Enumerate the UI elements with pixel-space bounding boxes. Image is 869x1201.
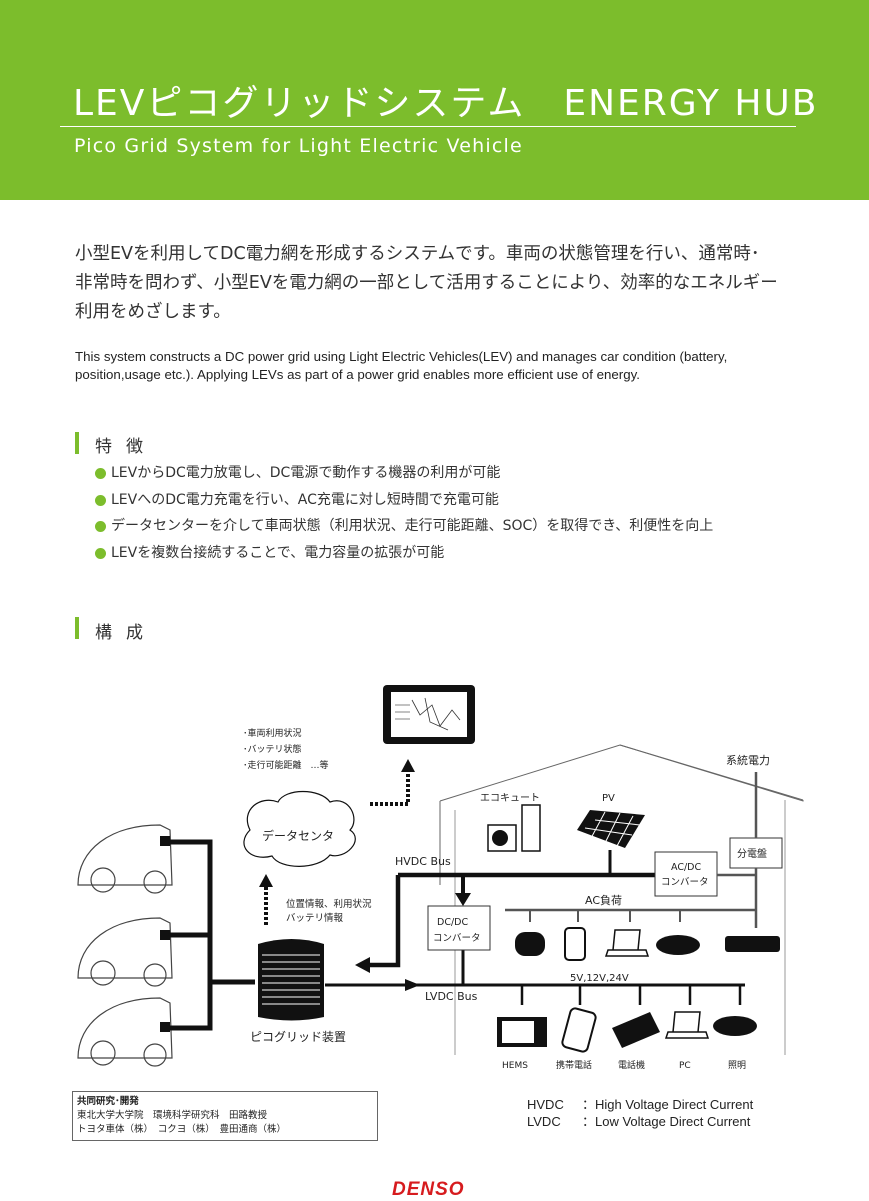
tablet-map-icon bbox=[383, 685, 475, 744]
status-line: ･バッテリ状態 bbox=[243, 743, 302, 755]
grid-power-label: 系統電力 bbox=[726, 753, 770, 767]
voltage-label: 5V,12V,24V bbox=[570, 973, 629, 984]
features-heading: 特徴 bbox=[95, 437, 157, 457]
ac-load-label: AC負荷 bbox=[585, 894, 622, 907]
header-banner: LEVピコグリッドシステム ENERGY HUB Pico Grid Syste… bbox=[0, 0, 869, 200]
mobile-phone-icon bbox=[561, 1007, 597, 1053]
abbreviation-desc: ：Low Voltage Direct Current bbox=[582, 1114, 751, 1129]
acdc-label: コンバータ bbox=[661, 877, 709, 888]
pv-label: PV bbox=[602, 793, 615, 804]
feature-text: LEVからDC電力放電し、DC電源で動作する機器の利用が可能 bbox=[111, 465, 501, 481]
status-line: ･車両利用状況 bbox=[243, 727, 302, 739]
bullet-dot-icon bbox=[95, 521, 106, 532]
feature-text: LEVへのDC電力充電を行い、AC充電に対し短時間で充電可能 bbox=[111, 491, 499, 508]
credits-line: 東北大学大学院 環境科学研究科 田路教授 bbox=[77, 1110, 268, 1121]
intro-ja-line: 非常時を問わず、小型EVを電力網の一部として活用することにより、効率的なエネルギ… bbox=[75, 273, 778, 293]
intro-japanese: 小型EVを利用してDC電力網を形成するシステムです。車両の状態管理を行い、通常時… bbox=[75, 240, 805, 327]
device-label: ピコグリッド装置 bbox=[250, 1030, 346, 1044]
credits-heading: 共同研究･開発 bbox=[77, 1096, 139, 1107]
acdc-converter-box bbox=[654, 851, 718, 897]
credits-box: 共同研究･開発 東北大学大学院 環境科学研究科 田路教授 トヨタ車体（株） コク… bbox=[72, 1091, 378, 1141]
feature-item: データセンターを介して車両状態（利用状況、走行可能距離、SOC）を取得でき、利便… bbox=[95, 513, 713, 540]
air-conditioner-icon bbox=[725, 936, 780, 952]
abbreviation-row: HVDC ：High Voltage Direct Current bbox=[527, 1096, 753, 1113]
composition-accent-bar bbox=[75, 617, 79, 639]
credits-line: トヨタ車体（株） コクヨ（株） 豊田通商（株） bbox=[77, 1124, 287, 1135]
solar-panel-icon bbox=[577, 810, 645, 848]
feature-item: LEVへのDC電力充電を行い、AC充電に対し短時間で充電可能 bbox=[95, 487, 713, 514]
abbreviation-row: LVDC ：Low Voltage Direct Current bbox=[527, 1113, 753, 1130]
dcdc-converter-box bbox=[427, 905, 491, 951]
bullet-dot-icon bbox=[95, 547, 106, 559]
pico-grid-device-icon bbox=[258, 939, 324, 1021]
upload-info-line: 位置情報、利用状況 bbox=[286, 898, 372, 910]
dcdc-label: コンバータ bbox=[433, 933, 481, 944]
features-accent-bar bbox=[75, 432, 79, 454]
lv-device-label: HEMS bbox=[502, 1061, 528, 1071]
bullet-dot-icon bbox=[95, 494, 106, 506]
distribution-board-box bbox=[729, 837, 783, 869]
lv-device-label: PC bbox=[679, 1061, 691, 1071]
data-center-cloud-icon bbox=[243, 791, 356, 867]
pc-icon bbox=[664, 1011, 710, 1039]
lighting-icon bbox=[713, 1016, 757, 1036]
page-title: LEVピコグリッドシステム ENERGY HUB bbox=[73, 83, 819, 124]
abbreviation-desc: ：High Voltage Direct Current bbox=[582, 1097, 754, 1112]
feature-text: LEVを複数台接続することで、電力容量の拡張が可能 bbox=[111, 544, 445, 561]
feature-item: LEVを複数台接続することで、電力容量の拡張が可能 bbox=[95, 540, 713, 567]
system-diagram: ピコグリッド装置 データセンタ 位置情報、利用状況 バッテリ情報 ･車両利用状況… bbox=[77, 685, 804, 1071]
lv-device-label: 携帯電話 bbox=[556, 1059, 592, 1071]
abbreviation-term: LVDC bbox=[527, 1114, 561, 1129]
header-divider bbox=[60, 126, 796, 127]
feature-item: LEVからDC電力放電し、DC電源で動作する機器の利用が可能 bbox=[95, 460, 713, 487]
ceiling-light-icon bbox=[656, 935, 700, 955]
composition-heading: 構成 bbox=[95, 623, 157, 643]
intro-english: This system constructs a DC power grid u… bbox=[75, 348, 815, 384]
download-arrow bbox=[370, 770, 410, 806]
rice-cooker-icon bbox=[515, 932, 545, 956]
laptop-icon bbox=[604, 929, 650, 957]
dcdc-label: DC/DC bbox=[437, 917, 468, 928]
upload-info-line: バッテリ情報 bbox=[286, 912, 344, 924]
feature-text: データセンターを介して車両状態（利用状況、走行可能距離、SOC）を取得でき、利便… bbox=[111, 518, 714, 534]
status-line: ･走行可能距離 …等 bbox=[243, 759, 329, 771]
data-center-label: データセンタ bbox=[262, 828, 334, 843]
telephone-icon bbox=[612, 1012, 660, 1048]
lv-device-label: 照明 bbox=[728, 1060, 746, 1071]
feature-list: LEVからDC電力放電し、DC電源で動作する機器の利用が可能 LEVへのDC電力… bbox=[95, 460, 713, 566]
lvdc-bus-label: LVDC Bus bbox=[425, 990, 478, 1003]
lv-device-label: 電話機 bbox=[618, 1059, 645, 1071]
abbreviation-list: HVDC ：High Voltage Direct Current LVDC ：Lo… bbox=[527, 1096, 753, 1130]
denso-logo: DENSO bbox=[392, 1179, 465, 1200]
lev-car-icon bbox=[77, 824, 173, 1067]
intro-ja-line: 利用をめざします。 bbox=[75, 302, 231, 322]
intro-en-line: position,usage etc.). Applying LEVs as p… bbox=[75, 367, 640, 382]
bullet-dot-icon bbox=[95, 468, 106, 479]
intro-en-line: This system constructs a DC power grid u… bbox=[75, 349, 728, 364]
hvdc-bus-label: HVDC Bus bbox=[395, 855, 451, 868]
acdc-label: AC/DC bbox=[671, 862, 701, 873]
distribution-board-label: 分電盤 bbox=[737, 847, 767, 860]
page-subtitle: Pico Grid System for Light Electric Vehi… bbox=[74, 135, 523, 157]
smartphone-icon bbox=[564, 927, 586, 961]
hvdc-bus-line bbox=[370, 875, 401, 968]
abbreviation-term: HVDC bbox=[527, 1097, 564, 1112]
intro-ja-line: 小型EVを利用してDC電力網を形成するシステムです。車両の状態管理を行い、通常時… bbox=[75, 244, 760, 264]
eco-cute-label: エコキュート bbox=[480, 793, 540, 804]
